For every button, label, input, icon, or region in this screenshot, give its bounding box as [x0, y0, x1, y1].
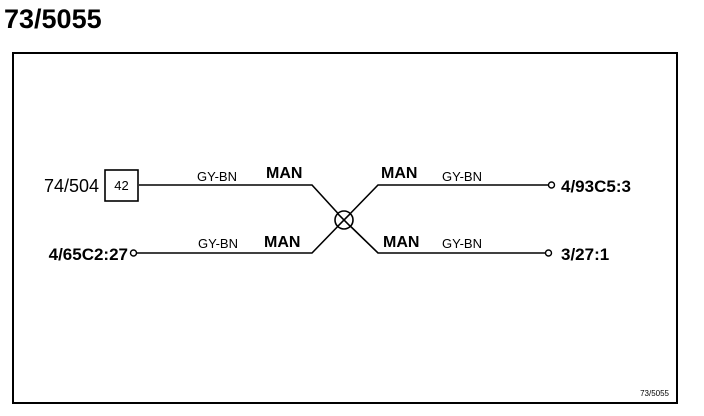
- splice-reference-small: 73/5055: [640, 389, 669, 398]
- wire-color-right-bottom: GY-BN: [442, 236, 482, 251]
- wire-right-top: [343, 184, 548, 221]
- terminal-pin-right-top: [547, 181, 556, 189]
- connector-label-left-top: 74/504: [44, 176, 99, 196]
- page-title: 73/5055: [4, 4, 102, 34]
- connector-box-label: 42: [114, 178, 128, 193]
- terminal-pin-left-bottom: [129, 249, 138, 257]
- connector-label-left-bottom: 4/65C2:27: [49, 245, 128, 264]
- wire-color-right-top: GY-BN: [442, 169, 482, 184]
- wire-left-bottom: [137, 219, 345, 254]
- splice-icon: [334, 210, 354, 230]
- wire-type-left-top: MAN: [266, 165, 302, 182]
- connector-label-right-top: 4/93C5:3: [561, 177, 631, 196]
- wire-type-right-bottom: MAN: [383, 234, 419, 251]
- wire-type-right-top: MAN: [381, 165, 417, 182]
- wire-color-left-bottom: GY-BN: [198, 236, 238, 251]
- connector-label-right-bottom: 3/27:1: [561, 245, 609, 264]
- wire-left-top: [139, 184, 345, 221]
- wire-right-bottom: [343, 219, 545, 254]
- wire-type-left-bottom: MAN: [264, 234, 300, 251]
- terminal-pin-right-bottom: [544, 249, 553, 257]
- diagram-frame: [12, 52, 678, 404]
- connector-box: [104, 169, 139, 202]
- wire-color-left-top: GY-BN: [197, 169, 237, 184]
